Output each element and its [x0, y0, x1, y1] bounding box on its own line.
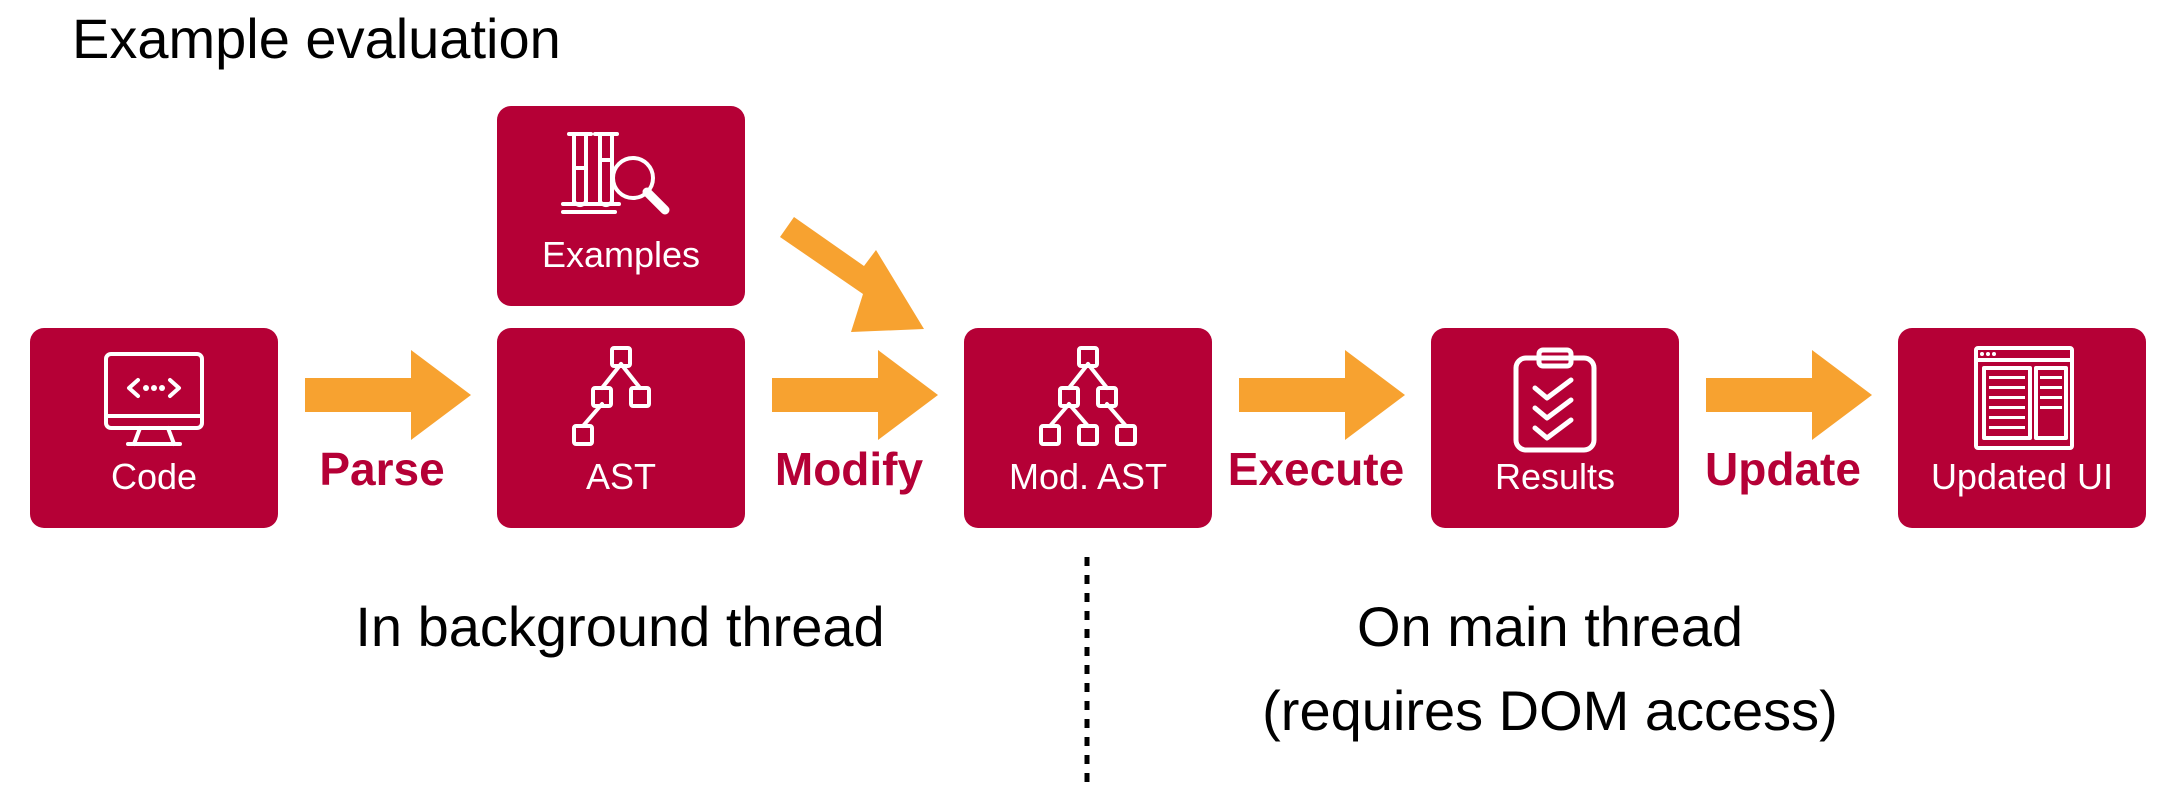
results-box: Results [1431, 328, 1679, 528]
ast-label: AST [585, 456, 656, 497]
execute-label: Execute [1227, 443, 1405, 495]
examples-box: Examples [497, 106, 745, 306]
background-thread-note: In background thread [355, 595, 885, 658]
modify-arrow [772, 350, 938, 440]
update-label: Update [1705, 443, 1861, 495]
parse-arrow [305, 350, 471, 440]
examples-label: Examples [541, 234, 701, 275]
mod-ast-box: Mod. AST [964, 328, 1212, 528]
examples-to-mod-ast-arrow [780, 217, 924, 332]
main-thread-note: On main thread [1357, 595, 1743, 658]
web-window-icon [1974, 346, 2074, 450]
test-tubes-magnifier-icon [561, 132, 670, 215]
modified-tree-icon [1039, 346, 1137, 446]
ast-box: AST [497, 328, 745, 528]
execute-arrow [1239, 350, 1405, 440]
code-label: Code [110, 456, 198, 497]
thread-divider [1084, 557, 1090, 783]
dom-access-note: (requires DOM access) [1262, 679, 1838, 742]
results-label: Results [1494, 456, 1616, 497]
clipboard-checklist-icon [1513, 347, 1597, 453]
diagram-title: Example evaluation [72, 7, 561, 70]
parse-label: Parse [319, 443, 445, 495]
monitor-code-icon [104, 352, 204, 446]
mod-ast-label: Mod. AST [1008, 456, 1168, 497]
code-box: Code [30, 328, 278, 528]
tree-icon [572, 346, 651, 446]
modify-label: Modify [774, 443, 924, 495]
updated-ui-box: Updated UI [1898, 328, 2146, 528]
update-arrow [1706, 350, 1872, 440]
updated-ui-label: Updated UI [1930, 456, 2114, 497]
